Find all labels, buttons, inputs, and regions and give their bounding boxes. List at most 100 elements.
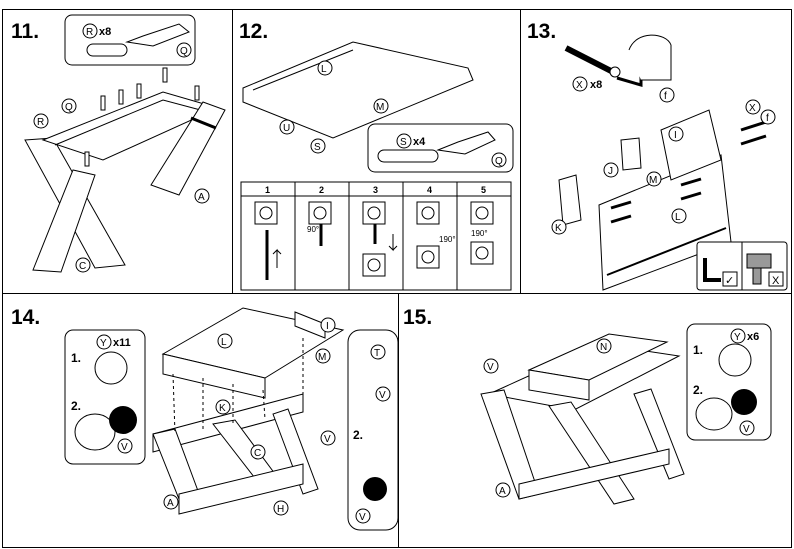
- label-c: C: [254, 448, 261, 459]
- label-a: A: [198, 192, 205, 203]
- cam-screw-icon: [564, 45, 615, 75]
- cap-v-label: V: [743, 424, 750, 435]
- angle-190-label-a: 190°: [439, 235, 456, 244]
- dowel-part-badge: [82, 23, 98, 39]
- cap-v-label: V: [121, 442, 128, 453]
- cap-quantity: x6: [747, 331, 759, 343]
- key-label: f: [664, 91, 667, 102]
- step-15-panel: 15. N A V Y x6 1. 2.: [398, 293, 792, 548]
- label-l: L: [675, 212, 681, 223]
- label-h: H: [277, 504, 284, 515]
- power-drill-icon: [746, 253, 772, 269]
- back-panel-h: [178, 463, 304, 515]
- label-m: M: [318, 352, 326, 363]
- leg-panel-c: [32, 169, 96, 273]
- detail-v-label-2: V: [359, 512, 366, 523]
- glue-tube-label: Q: [495, 156, 503, 167]
- cap-part-label: Y: [100, 338, 107, 349]
- cap-disc-icon: [695, 397, 733, 431]
- label-r: R: [37, 117, 44, 128]
- cam-lock-detail-icon: [363, 477, 387, 501]
- step-12-number: 12.: [239, 20, 269, 43]
- step-14-number: 14.: [11, 306, 41, 329]
- label-a: A: [499, 486, 506, 497]
- label-q: Q: [65, 102, 73, 113]
- substep-1-label: 1: [265, 185, 270, 195]
- substep-2: 2.: [693, 383, 703, 397]
- label-m: M: [649, 175, 657, 186]
- step-11-panel: 11. R x8 Q: [2, 9, 233, 294]
- angle-190-label-b: 190°: [471, 229, 488, 238]
- step-12-panel: 12. L M U S S x4 Q: [232, 9, 521, 294]
- substep-4-label: 4: [427, 185, 432, 195]
- label-j: J: [608, 166, 613, 177]
- glue-callout-box: [367, 123, 514, 173]
- label-c: C: [79, 261, 86, 272]
- detail-v-label-1: V: [379, 390, 386, 401]
- label-v: V: [487, 362, 494, 373]
- step-12-illustration: L M U S S x4 Q 1 2 3 4: [240, 41, 514, 291]
- angle-90-label: 90°: [307, 225, 319, 234]
- substep-2-label: 2: [319, 185, 324, 195]
- glue-tube-label: Q: [180, 46, 188, 57]
- panel-k: [558, 174, 582, 226]
- substep-2: 2.: [71, 399, 81, 413]
- label-l: L: [221, 337, 227, 348]
- substep-5-label: 5: [481, 185, 486, 195]
- label-m: M: [376, 102, 384, 113]
- panel-l: [242, 41, 474, 139]
- step-13-number: 13.: [527, 20, 557, 43]
- hand-icon: [628, 34, 672, 81]
- step-15-illustration: N A V Y x6 1. 2. V: [480, 323, 772, 505]
- detail-t-label: T: [374, 348, 380, 359]
- label-n: N: [600, 342, 607, 353]
- label-k: K: [555, 223, 562, 234]
- desk-back-panel: [518, 448, 670, 500]
- label-k: K: [219, 403, 226, 414]
- label-f: f: [766, 113, 769, 124]
- bracket-i: [294, 311, 326, 339]
- label-s: S: [314, 142, 321, 153]
- label-a: A: [167, 498, 174, 509]
- step-14-panel: 14. Y x11 1. 2. V: [2, 293, 399, 548]
- glue-tube-icon: [125, 23, 190, 47]
- step-13-panel: 13. X x8 f X f: [520, 9, 792, 294]
- allen-key-icon: [616, 70, 643, 87]
- dowel-part-label: S: [400, 137, 407, 148]
- substep-1: 1.: [693, 343, 703, 357]
- step-11-illustration: R x8 Q Q: [24, 14, 226, 273]
- label-u: U: [283, 123, 290, 134]
- cap-disc-icon: [74, 413, 116, 451]
- cam-lock-cover-icon: [109, 406, 137, 434]
- step-15-number: 15.: [403, 306, 433, 329]
- step-13-illustration: X x8 f X f I J M: [551, 34, 788, 291]
- panel-j-part: [620, 137, 642, 171]
- dowel-quantity: x4: [413, 136, 426, 148]
- screw-quantity: x8: [590, 79, 602, 91]
- label-v: V: [324, 434, 331, 445]
- forbidden-mark: X: [772, 275, 780, 287]
- glue-tube-icon: [436, 131, 496, 155]
- substep-3-label: 3: [373, 185, 378, 195]
- screw-part-label: X: [576, 80, 583, 91]
- cap-sheet-icon: [718, 343, 752, 377]
- substep-1: 1.: [71, 351, 81, 365]
- allowed-mark: ✓: [725, 275, 734, 287]
- detail-substep-2: 2.: [353, 428, 363, 442]
- cap-part-label: Y: [734, 332, 741, 343]
- dowel-quantity: x8: [99, 26, 111, 38]
- dowel-icon: [377, 149, 439, 163]
- glue-callout-box: [64, 14, 196, 66]
- cam-lock-cover-icon: [731, 389, 757, 415]
- label-i: I: [674, 130, 677, 141]
- label-l: L: [321, 64, 327, 75]
- dowel-part-label: R: [86, 27, 93, 38]
- label-x: X: [749, 103, 756, 114]
- hand-allen-key-icon: [703, 258, 721, 282]
- cap-sheet-icon: [94, 351, 128, 385]
- dowel-icon: [86, 43, 128, 57]
- label-i: I: [326, 321, 329, 332]
- step-11-number: 11.: [11, 20, 40, 43]
- step-14-illustration: Y x11 1. 2. V L I: [64, 307, 399, 531]
